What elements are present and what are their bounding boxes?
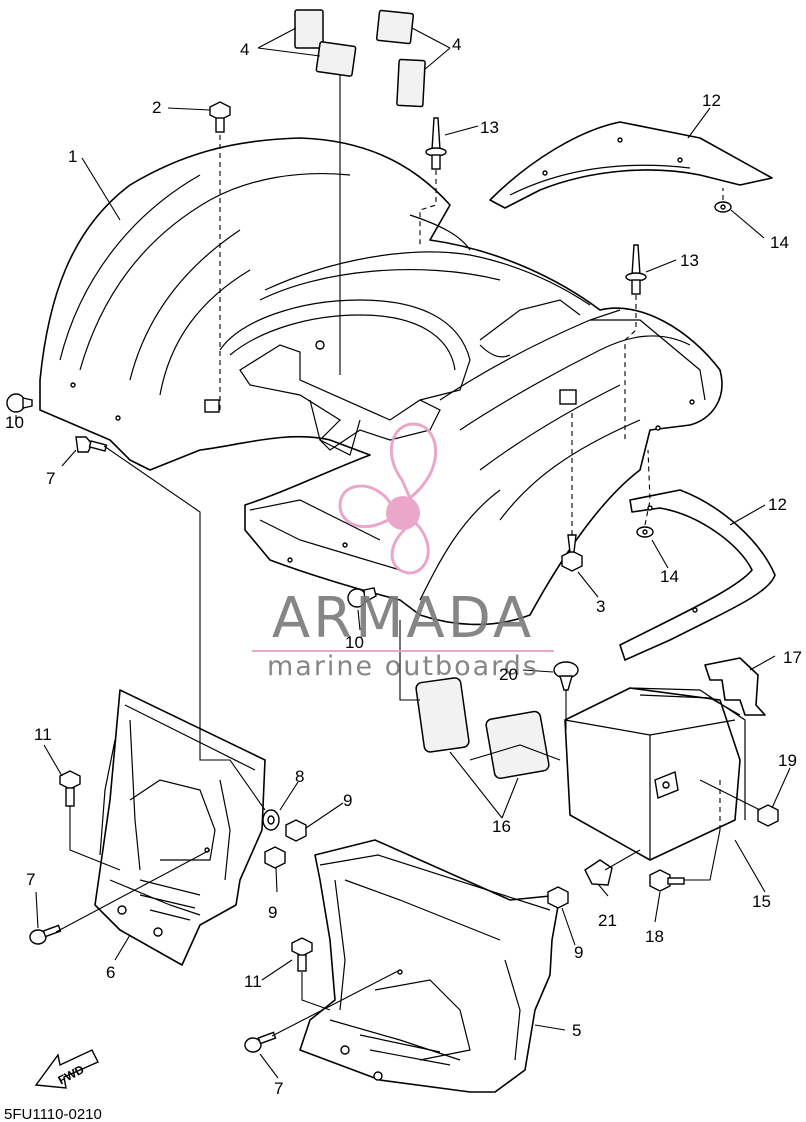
callout-numbers: 4 4 2 1 13 12 14 13 12 14 3 10 7 10 17 2… (5, 35, 802, 1098)
callout-14-upper: 14 (770, 233, 789, 252)
callout-11-left: 11 (34, 725, 52, 744)
mud-flap-part-12-upper[interactable] (489, 121, 773, 209)
callout-10-left: 10 (5, 413, 24, 432)
callout-7-left: 7 (26, 870, 35, 889)
callout-9-b: 9 (268, 903, 277, 922)
nut-part-21[interactable] (584, 859, 613, 886)
callout-9-c: 9 (574, 943, 583, 962)
callout-7-lower: 7 (274, 1079, 283, 1098)
nut-part-9-b[interactable] (264, 846, 286, 869)
clip-part-14-b[interactable] (636, 526, 654, 538)
fwd-arrow-icon: FWD (34, 1049, 99, 1089)
callout-13-lower: 13 (680, 251, 699, 270)
screw-part-7-b[interactable] (29, 924, 62, 945)
callout-16: 16 (492, 817, 511, 836)
assembly-lines (55, 74, 761, 1037)
callout-7-upper: 7 (46, 469, 55, 488)
callout-12-upper: 12 (702, 91, 721, 110)
armada-propeller-logo (338, 422, 438, 575)
callout-2: 2 (152, 98, 161, 117)
rear-fender-part-1[interactable] (39, 137, 723, 626)
callout-10-center: 10 (345, 633, 364, 652)
watermark-tagline: marine outboards (267, 651, 539, 682)
callout-3: 3 (596, 597, 605, 616)
nut-part-9-a[interactable] (285, 819, 307, 842)
callout-8: 8 (295, 767, 304, 786)
pad-part-16-a[interactable] (415, 677, 470, 753)
tool-box-part-15[interactable] (564, 687, 746, 861)
nut-part-19[interactable] (757, 804, 779, 827)
watermark-brand: ARMADA (272, 586, 534, 651)
diagram-code: 5FU1110-0210 (4, 1106, 102, 1122)
screw-part-7-c[interactable] (244, 1031, 277, 1053)
callout-1: 1 (68, 147, 77, 166)
callout-5: 5 (572, 1021, 581, 1040)
callout-14-lower: 14 (660, 567, 679, 586)
callout-6: 6 (106, 963, 115, 982)
clip-part-14-a[interactable] (714, 201, 732, 213)
callout-4-right: 4 (452, 35, 461, 54)
pad-part-16-b[interactable] (485, 710, 550, 780)
callout-15: 15 (752, 892, 771, 911)
clip-part-10-b[interactable] (347, 587, 377, 608)
callout-leaders (15, 27, 791, 1079)
bolt-part-11-a[interactable] (59, 770, 81, 807)
callout-9-a: 9 (343, 791, 352, 810)
callout-17: 17 (783, 648, 802, 667)
callout-12-lower: 12 (768, 495, 787, 514)
callout-18: 18 (645, 927, 664, 946)
mud-flap-part-12-lower[interactable] (619, 489, 776, 661)
callout-4-left: 4 (240, 40, 249, 59)
callout-19: 19 (778, 751, 797, 770)
callout-21: 21 (598, 911, 617, 930)
watermark: ARMADA marine outboards (252, 422, 554, 682)
screw-part-7-a[interactable] (75, 436, 108, 453)
bolt-part-3[interactable] (561, 534, 583, 572)
rivet-part-13-b[interactable] (625, 244, 647, 295)
pad-part-4-a[interactable] (294, 9, 324, 49)
bolt-part-2[interactable] (209, 101, 231, 133)
nut-part-9-c[interactable] (547, 886, 569, 909)
footrest-flap-part-6[interactable] (94, 689, 266, 966)
washer-part-8[interactable] (262, 809, 280, 831)
bolt-part-18[interactable] (649, 869, 685, 892)
clip-part-20[interactable] (553, 661, 579, 691)
footrest-flap-part-5[interactable] (299, 839, 561, 1093)
pad-part-4-c[interactable] (375, 9, 415, 45)
clip-part-10-a[interactable] (6, 393, 33, 413)
callout-11-center: 11 (244, 972, 262, 991)
callout-13-upper: 13 (480, 118, 499, 137)
pad-part-4-b[interactable] (315, 41, 357, 77)
pad-part-4-d[interactable] (396, 58, 426, 108)
callout-20: 20 (499, 665, 518, 684)
rivet-part-13-a[interactable] (425, 117, 447, 170)
bolt-part-11-b[interactable] (291, 937, 313, 972)
